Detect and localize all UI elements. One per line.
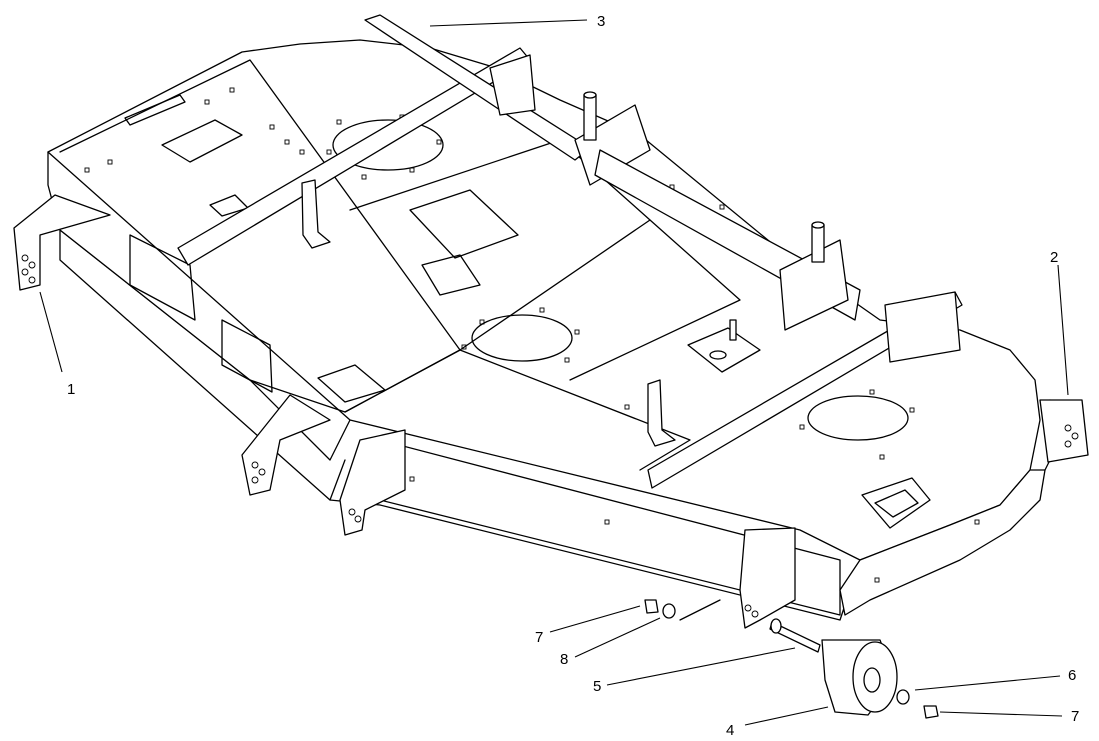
top-plate-details <box>59 59 980 583</box>
mounting-brackets <box>13 194 1089 629</box>
leader-lines <box>39 19 1069 726</box>
callouts: 1 2 3 4 5 6 7 7 8 <box>67 13 1079 739</box>
callout-8: 8 <box>560 651 568 668</box>
callout-7-right: 7 <box>1071 708 1079 725</box>
nut <box>644 599 659 614</box>
frame-rails <box>177 14 963 529</box>
nut <box>923 705 939 719</box>
callout-3: 3 <box>597 13 605 30</box>
callout-6: 6 <box>1068 667 1076 684</box>
callout-5: 5 <box>593 678 601 695</box>
callout-7-left: 7 <box>535 629 543 646</box>
callout-4: 4 <box>726 722 734 739</box>
washer <box>662 603 676 619</box>
washer <box>896 689 910 705</box>
gauge-wheel-assembly <box>644 599 939 719</box>
callout-1: 1 <box>67 381 75 398</box>
callout-2: 2 <box>1050 249 1058 266</box>
